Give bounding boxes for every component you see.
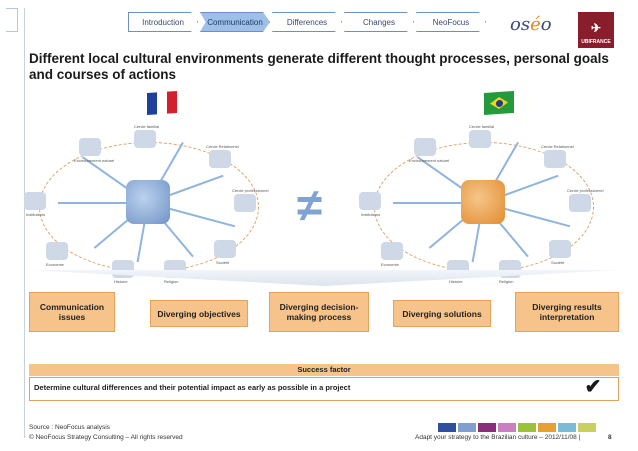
relations-node-icon bbox=[544, 150, 566, 168]
tab-changes[interactable]: Changes bbox=[344, 12, 414, 32]
people-group-icon bbox=[126, 180, 170, 224]
tab-introduction[interactable]: Introduction bbox=[128, 12, 198, 32]
france-flag-icon bbox=[147, 90, 177, 116]
ubifrance-logo: ✈ UBIFRANCE bbox=[578, 12, 614, 48]
page-title: Different local cultural environments ge… bbox=[29, 51, 609, 82]
people-group-icon bbox=[461, 180, 505, 224]
work-node-icon bbox=[234, 194, 256, 212]
box-diverging-solutions: Diverging solutions bbox=[393, 300, 491, 327]
box-diverging-decision-making: Diverging decision-making process bbox=[269, 292, 369, 332]
checkmark-icon: ✔ bbox=[584, 376, 602, 398]
economy-node-icon bbox=[46, 242, 68, 260]
france-ecosystem: Cercle familial Environnement naturel Ce… bbox=[24, 124, 269, 284]
copyright-note: © NeoFocus Strategy Consulting – All rig… bbox=[29, 434, 183, 441]
society-node-icon bbox=[549, 240, 571, 258]
consequences-row: Communication issues Diverging objective… bbox=[29, 292, 619, 332]
tab-communication[interactable]: Communication bbox=[200, 12, 270, 32]
page-number: 8 bbox=[608, 434, 612, 441]
oseo-logo: oséo bbox=[510, 14, 552, 35]
brazil-ecosystem: Cercle familial Environnement naturel Ce… bbox=[359, 124, 604, 284]
society-node-icon bbox=[214, 240, 236, 258]
corner-decoration bbox=[6, 8, 18, 32]
tab-differences[interactable]: Differences bbox=[272, 12, 342, 32]
economy-node-icon bbox=[381, 242, 403, 260]
not-equal-icon: ≠ bbox=[297, 179, 323, 231]
culture-diagram: Cercle familial Environnement naturel Ce… bbox=[24, 90, 619, 292]
institutions-node-icon bbox=[359, 192, 381, 210]
footer-caption: Adapt your strategy to the Brazilian cul… bbox=[415, 434, 581, 441]
family-node-icon bbox=[134, 130, 156, 148]
work-node-icon bbox=[569, 194, 591, 212]
section-nav: Introduction Communication Differences C… bbox=[128, 12, 488, 32]
institutions-node-icon bbox=[24, 192, 46, 210]
success-factor-text: Determine cultural differences and their… bbox=[29, 377, 619, 401]
brazil-flag-icon bbox=[484, 90, 514, 116]
box-diverging-objectives: Diverging objectives bbox=[150, 300, 248, 327]
relations-node-icon bbox=[209, 150, 231, 168]
brand-swatches bbox=[438, 423, 596, 432]
vertical-rule bbox=[24, 8, 25, 438]
box-communication-issues: Communication issues bbox=[29, 292, 115, 332]
environment-node-icon bbox=[414, 138, 436, 156]
success-factor-header: Success factor bbox=[29, 364, 619, 376]
box-diverging-results: Diverging results interpretation bbox=[515, 292, 619, 332]
family-node-icon bbox=[469, 130, 491, 148]
ubifrance-mark-icon: ✈ bbox=[590, 21, 602, 35]
tab-neofocus[interactable]: NeoFocus bbox=[416, 12, 486, 32]
environment-node-icon bbox=[79, 138, 101, 156]
source-note: Source : NeoFocus analysis bbox=[29, 424, 110, 431]
